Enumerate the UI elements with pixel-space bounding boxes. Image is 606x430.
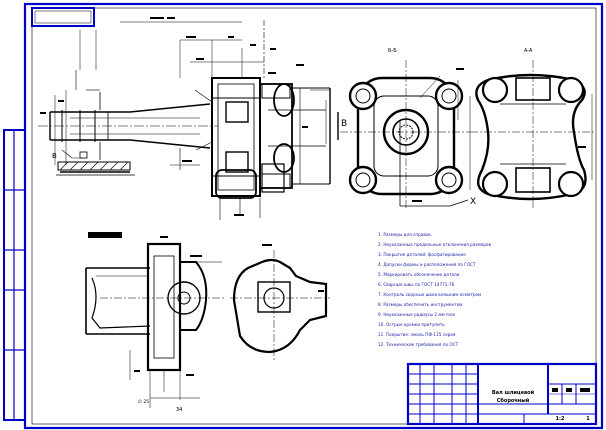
view-letter-big-b: B [341,119,347,129]
note-4: 4. Допуски формы и расположения по ГОСТ [378,262,476,267]
note-6: 6. Сварные швы по ГОСТ 14771-76 [378,282,455,287]
section-label-center: Б-Б [388,48,397,54]
title-line-1: Вал шлицевой [492,389,535,396]
title-scale: 1:2 [556,416,565,422]
view-letter-x: X [470,197,476,207]
note-1: 1. Размеры для справок. [378,232,432,237]
detail-view-2 [230,244,330,360]
section-center: Б-Б X [340,48,476,210]
note-11: 11. Покрытие: эмаль ПФ-115 серая [378,332,456,337]
title-line-2: Сборочный [497,397,530,404]
main-view: B [38,17,347,220]
note-7: 7. Контроль сварных швов внешним осмотро… [378,292,481,297]
note-3: 3. Покрытие деталей: фосфатирование [378,252,466,257]
dimension-n1: ∅ 25 [138,399,149,405]
housing [79,20,331,220]
section-right: A-A [470,48,596,210]
note-9: 9. Неуказанные радиусы 2 мм max [378,312,456,317]
technical-notes: 1. Размеры для справок. 2. Неуказанные п… [378,232,491,347]
dimension-n2: 34 [176,407,182,413]
shaft [38,70,218,176]
title-block [406,362,598,426]
note-2: 2. Неуказанные предельные отклонения раз… [378,242,491,247]
title-sheet: 1 [586,416,590,422]
note-8: 8. Размеры обеспечить инструментом [378,302,462,307]
dimension-labels [40,17,308,216]
section-label-right: A-A [524,48,533,54]
note-12: 12. Технические требования по ОСТ [378,342,459,347]
view-letter-b: B [52,152,57,160]
note-10: 10. Острые кромки притупить [378,322,445,327]
detail-view-1: 34 ∅ 25 [85,232,226,413]
note-5: 5. Маркировать обозначение детали [378,272,460,277]
